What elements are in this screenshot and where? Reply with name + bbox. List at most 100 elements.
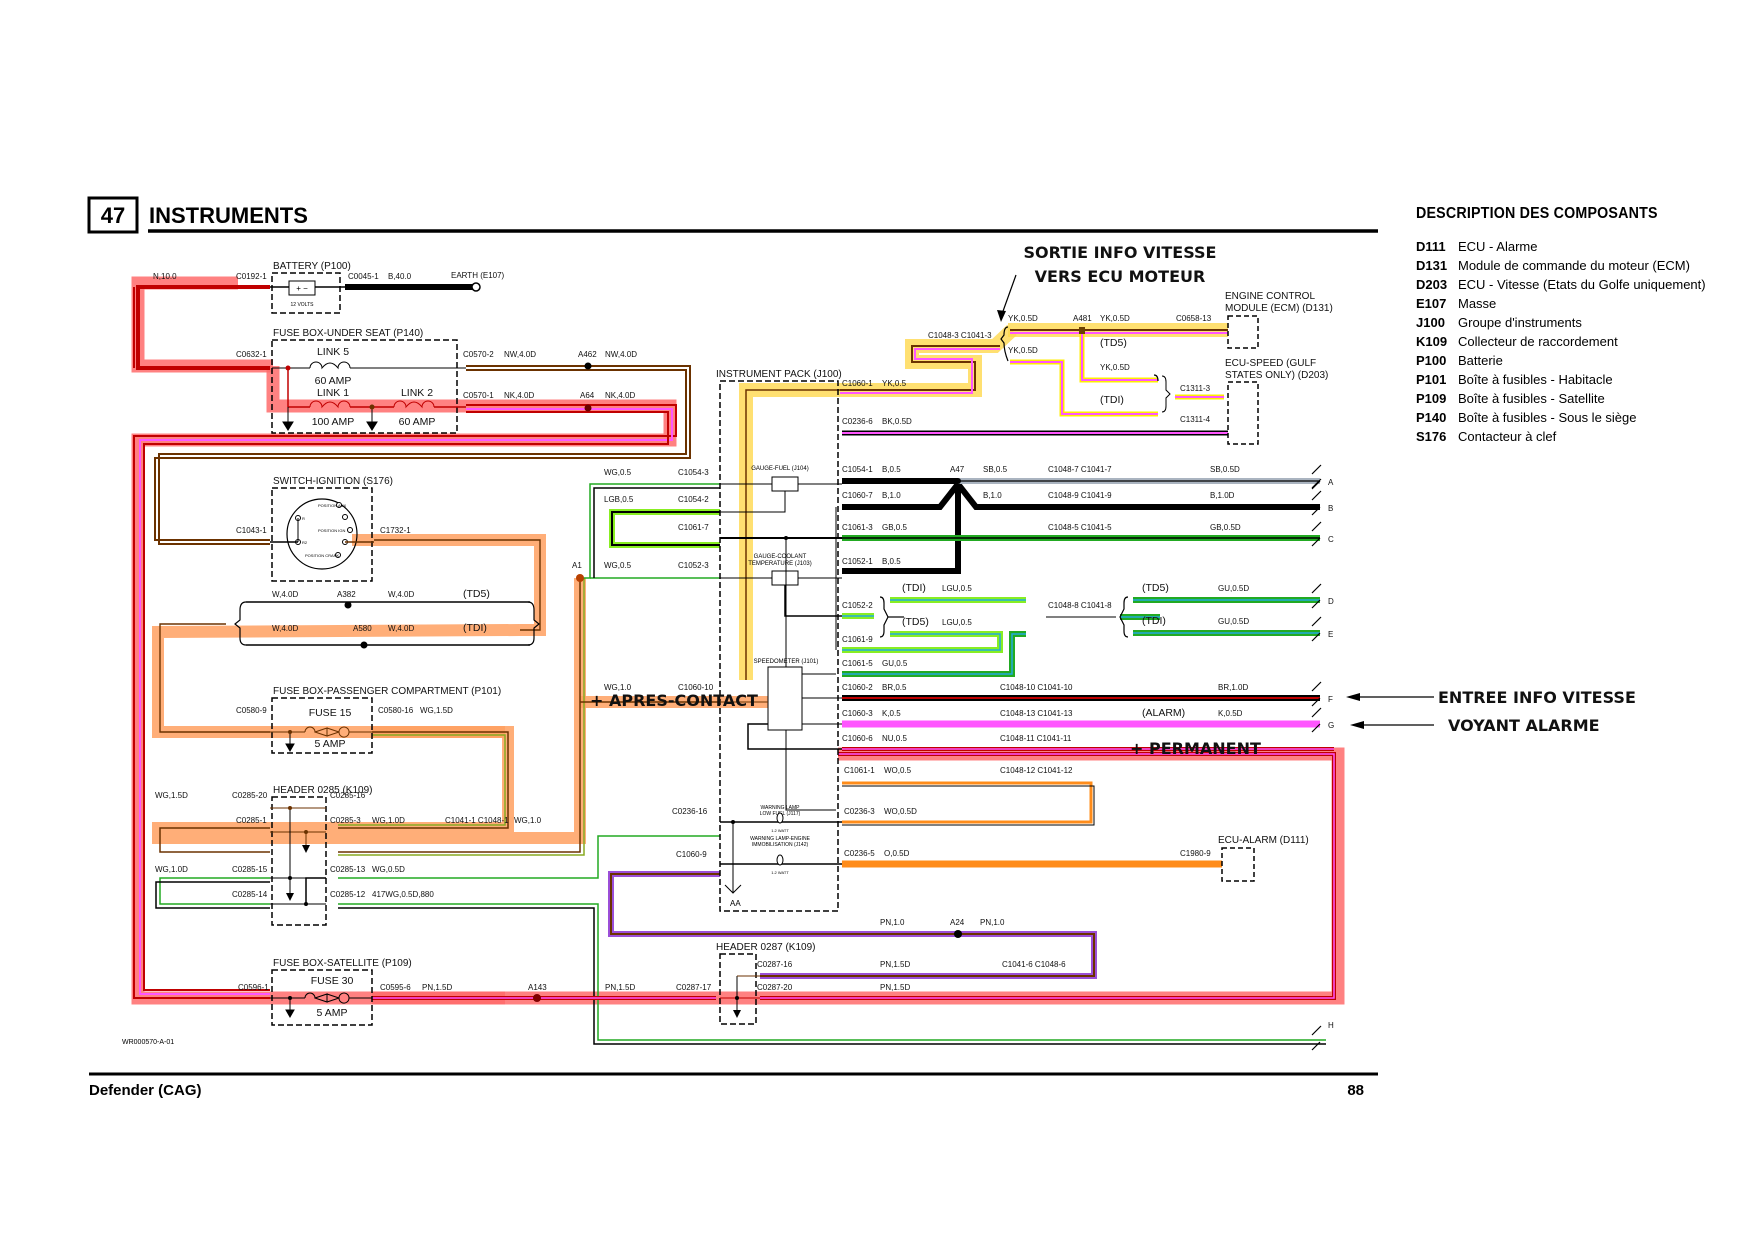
fuse-box-under-seat-p140[interactable]: FUSE BOX-UNDER SEAT (P140) LINK 5 60 AMP…	[271, 328, 466, 434]
wire-label: C1060-1	[842, 379, 873, 388]
wire-label: C0285-12	[330, 890, 366, 899]
wire-label: C1980-9	[1180, 849, 1211, 858]
legend-description: ECU - Vitesse (Etats du Golfe uniquement…	[1458, 277, 1706, 292]
page-header: 47 INSTRUMENTS	[87, 196, 1378, 234]
wire-label: NK,4.0D	[504, 391, 534, 400]
wire-label: C1054-2	[678, 495, 709, 504]
ignition-switch-s176[interactable]: SWITCH-IGNITION (S176) POSITION AUX POSI…	[270, 476, 393, 582]
fuse-box-passenger-p101[interactable]: FUSE BOX-PASSENGER COMPARTMENT (P101) FU…	[270, 686, 501, 754]
earth-icon	[471, 282, 481, 292]
wire-label: SB,0.5	[983, 465, 1008, 474]
battery-p100[interactable]: BATTERY (P100) + − 12 VOLTS	[270, 261, 351, 314]
wire-label: A462	[578, 350, 597, 359]
ecu-speed-d203[interactable]: ECU-SPEED (GULF STATES ONLY) (D203)	[1161, 358, 1328, 445]
legend-code: P101	[1416, 372, 1447, 387]
wire-label: (TDI)	[902, 582, 926, 594]
wire-yk05	[745, 329, 1228, 680]
wire-label: NU,0.5	[882, 734, 907, 743]
wire-label: LINK 2	[401, 387, 433, 399]
legend-title: DESCRIPTION DES COMPOSANTS	[1416, 205, 1658, 222]
wire-label: C1052-2	[842, 601, 873, 610]
wire-w40d	[159, 539, 541, 733]
wire-label: VOYANT ALARME	[1448, 716, 1600, 735]
ecu-alarm-d111[interactable]: ECU-ALARM (D111)	[1218, 835, 1309, 882]
wire-label: A481	[1073, 314, 1092, 323]
wire-label: 60 AMP	[315, 375, 352, 387]
engine-variant-brace-right	[879, 326, 1159, 638]
wire-label: 417WG,0.5D,880	[372, 890, 434, 899]
wire-label: C0570-2	[463, 350, 494, 359]
wire-label: HEADER 0287 (K109)	[716, 942, 816, 953]
wire-label: LGB,0.5	[604, 495, 634, 504]
wire-label: C0045-1	[348, 272, 379, 281]
legend-code: P140	[1416, 410, 1447, 425]
wire-pn10	[608, 871, 1097, 979]
wire-label: C0595-6	[380, 983, 411, 992]
wire-nk40d	[133, 404, 677, 999]
splice-a47	[955, 478, 961, 484]
ground-symbol-icon	[724, 884, 742, 894]
wire-label: C0192-1	[236, 272, 267, 281]
wire-label: GB,0.5D	[1210, 523, 1241, 532]
wire-label: (TD5)	[1142, 582, 1169, 594]
arrow-down-icon	[997, 310, 1006, 322]
header-0285-k109[interactable]: HEADER 0285 (K109)	[270, 785, 373, 926]
wire-label: C1041-1 C1048-1	[445, 816, 509, 825]
wire-label: FUSE BOX-SATELLITE (P109)	[273, 958, 412, 969]
header-0287-k109[interactable]: HEADER 0287 (K109)	[716, 942, 816, 1025]
wire-label: WARNING LAMP-ENGINE	[750, 836, 810, 842]
wire-label: WG,0.5D	[372, 865, 405, 874]
wire-label: C1060-7	[842, 491, 873, 500]
wire-label: LGU,0.5	[942, 618, 972, 627]
wire-label: 1.2 WATT	[771, 870, 789, 875]
wire-label: K,0.5D	[1218, 709, 1243, 718]
wire-label: FUSE BOX-UNDER SEAT (P140)	[273, 328, 423, 339]
wire-label: BK,0.5D	[882, 417, 912, 426]
legend-description: Contacteur à clef	[1458, 429, 1557, 444]
wire-label: GAUGE-COOLANT	[754, 554, 807, 560]
wire-pn15d	[372, 752, 1336, 1000]
wire-label: TEMPERATURE (J103)	[748, 561, 812, 567]
wire-wo	[842, 781, 1095, 826]
fuel-gauge-icon	[771, 476, 799, 492]
wire-label: BR,1.0D	[1218, 683, 1248, 692]
wire-label: LINK 5	[317, 346, 349, 358]
splice-a24	[954, 930, 962, 938]
fuse-link1-icon	[309, 400, 351, 409]
wire-label: B,1.0	[882, 491, 901, 500]
wire-label: K,0.5	[882, 709, 901, 718]
wire-label: PN,1.5D	[605, 983, 635, 992]
splice-points	[344, 327, 1085, 1002]
wire-label: ENGINE CONTROL	[1225, 291, 1315, 302]
wire-label: PN,1.5D	[422, 983, 452, 992]
splice-a64	[584, 404, 592, 412]
wire-label: C1048-3 C1041-3	[928, 331, 992, 340]
wire-label: C1048-7 C1041-7	[1048, 465, 1112, 474]
wire-label: (TD5)	[1100, 337, 1127, 349]
wire-label: H	[1328, 1021, 1334, 1030]
instrument-pack-j100[interactable]: INSTRUMENT PACK (J100) GAUGE-FUEL (J104)…	[716, 369, 842, 912]
wire-label: LINK 1	[317, 387, 349, 399]
wire-label: C0236-16	[672, 807, 708, 816]
wire-label: C1060-9	[676, 850, 707, 859]
wire-label: HEADER 0285 (K109)	[273, 785, 373, 796]
wire-label: C0287-20	[757, 983, 793, 992]
wire-label: GB,0.5	[882, 523, 907, 532]
fuse-box-satellite-p109[interactable]: FUSE BOX-SATELLITE (P109) FUSE 30 5 AMP	[270, 958, 412, 1026]
wire-label: A24	[950, 918, 965, 927]
wire-label: W,4.0D	[388, 624, 414, 633]
wire-label: BATTERY (P100)	[273, 261, 351, 272]
wire-label: C1060-10	[678, 683, 714, 692]
wire-label: C0287-16	[757, 960, 793, 969]
engine-control-module-d131[interactable]: ENGINE CONTROL MODULE (ECM) (D131)	[1225, 291, 1333, 349]
wire-label: 100 AMP	[312, 416, 355, 428]
wire-label: ECU-ALARM (D111)	[1218, 835, 1309, 846]
wire-label: C0285-20	[232, 791, 268, 800]
wire-label: B,0.5	[882, 465, 901, 474]
